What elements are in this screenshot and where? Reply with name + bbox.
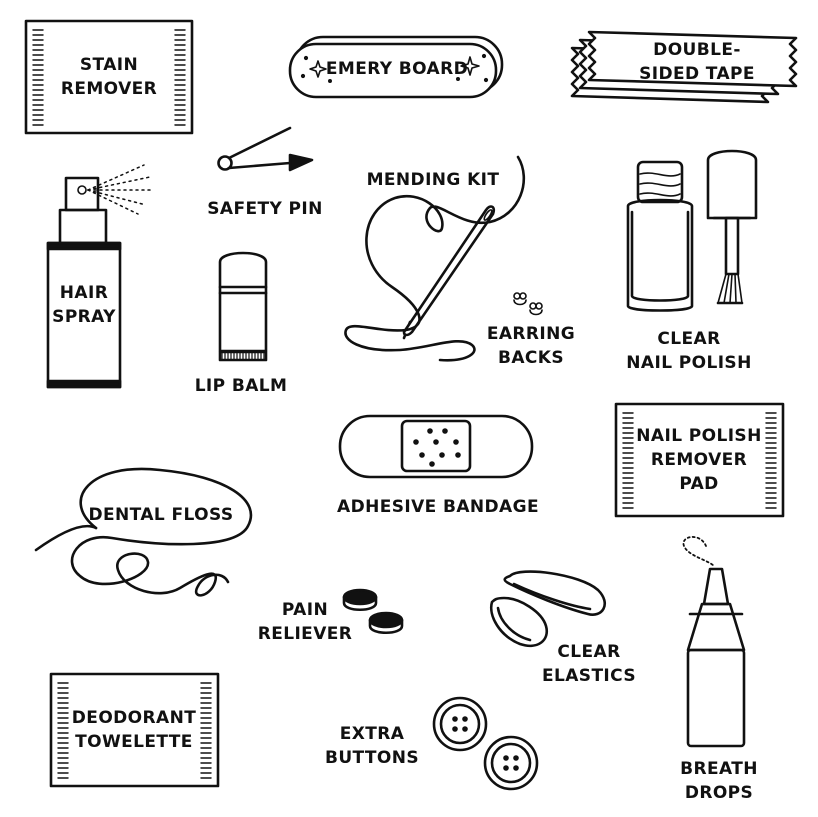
- dental-floss-icon: [34, 467, 253, 597]
- nail-polish-bottle-icon: [626, 160, 694, 312]
- label-line: REMOVER: [650, 450, 748, 470]
- label-emery-board: EMERY BOARD: [326, 57, 468, 81]
- label-line: DOUBLE-: [653, 40, 741, 60]
- label-mending-kit: MENDING KIT: [367, 168, 500, 192]
- pain-reliever-pills-icon: [342, 588, 404, 635]
- label-pain-reliever: PAIN RELIEVER: [258, 598, 353, 646]
- label-line: EMERY BOARD: [325, 59, 469, 79]
- adhesive-bandage-icon: [338, 414, 534, 479]
- label-line: BUTTONS: [324, 748, 420, 768]
- nail-polish-brush-icon: [706, 149, 758, 305]
- hair-spray-bottle-icon: [46, 164, 151, 389]
- label-line: SIDED TAPE: [639, 64, 755, 84]
- label-clear-elastics: CLEAR ELASTICS: [542, 640, 636, 688]
- label-line: ADHESIVE BANDAGE: [337, 497, 539, 517]
- label-clear-nail-polish: CLEAR NAIL POLISH: [626, 327, 751, 375]
- label-line: DENTAL FLOSS: [88, 505, 234, 525]
- label-line: BACKS: [497, 348, 565, 368]
- deodorant-towelette-icon: [49, 672, 220, 788]
- safety-pin-icon: [217, 126, 314, 172]
- label-dental-floss: DENTAL FLOSS: [89, 503, 234, 527]
- label-line: MENDING KIT: [366, 170, 500, 190]
- lip-balm-icon: [218, 251, 268, 362]
- earring-backs-icon: [513, 292, 543, 316]
- label-line: NAIL POLISH: [636, 426, 762, 446]
- mending-kit-needle-icon: [344, 155, 526, 362]
- label-line: REMOVER: [60, 79, 158, 99]
- label-line: CLEAR: [657, 329, 721, 349]
- label-line: BREATH: [680, 759, 758, 779]
- emery-board-icon: [288, 35, 504, 99]
- label-safety-pin: SAFETY PIN: [207, 197, 322, 221]
- label-earring-backs: EARRING BACKS: [487, 322, 575, 370]
- label-extra-buttons: EXTRA BUTTONS: [325, 722, 419, 770]
- label-adhesive-bandage: ADHESIVE BANDAGE: [337, 495, 539, 519]
- label-line: CLEAR: [557, 642, 621, 662]
- label-line: SAFETY PIN: [207, 199, 323, 219]
- label-lip-balm: LIP BALM: [195, 374, 288, 398]
- label-line: PAIN: [281, 600, 329, 620]
- label-nail-polish-remover-pad: NAIL POLISH REMOVER PAD: [636, 424, 761, 496]
- label-line: ELASTICS: [541, 666, 637, 686]
- label-line: HAIR: [59, 283, 109, 303]
- label-breath-drops: BREATH DROPS: [680, 757, 758, 805]
- nail-polish-remover-pad-icon: [614, 402, 785, 518]
- breath-drops-bottle-icon: [682, 536, 746, 748]
- label-line: LIP BALM: [194, 376, 288, 396]
- extra-buttons-icon: [432, 696, 539, 791]
- label-line: DROPS: [684, 783, 754, 803]
- label-line: NAIL POLISH: [626, 353, 752, 373]
- label-double-sided-tape: DOUBLE- SIDED TAPE: [639, 38, 755, 86]
- stain-remover-packet-icon: [24, 19, 194, 135]
- label-line: TOWELETTE: [75, 732, 193, 752]
- label-deodorant-towelette: DEODORANT TOWELETTE: [72, 706, 196, 754]
- label-line: EARRING: [486, 324, 576, 344]
- label-line: EXTRA: [339, 724, 405, 744]
- label-stain-remover: STAIN REMOVER: [61, 53, 157, 101]
- double-sided-tape-icon: [570, 30, 798, 104]
- label-line: STAIN: [79, 55, 139, 75]
- label-line: DEODORANT: [71, 708, 197, 728]
- label-hair-spray: HAIR SPRAY: [52, 281, 116, 329]
- label-line: SPRAY: [52, 307, 116, 327]
- clear-elastics-icon: [489, 570, 606, 647]
- label-line: RELIEVER: [257, 624, 353, 644]
- label-line: PAD: [679, 474, 719, 494]
